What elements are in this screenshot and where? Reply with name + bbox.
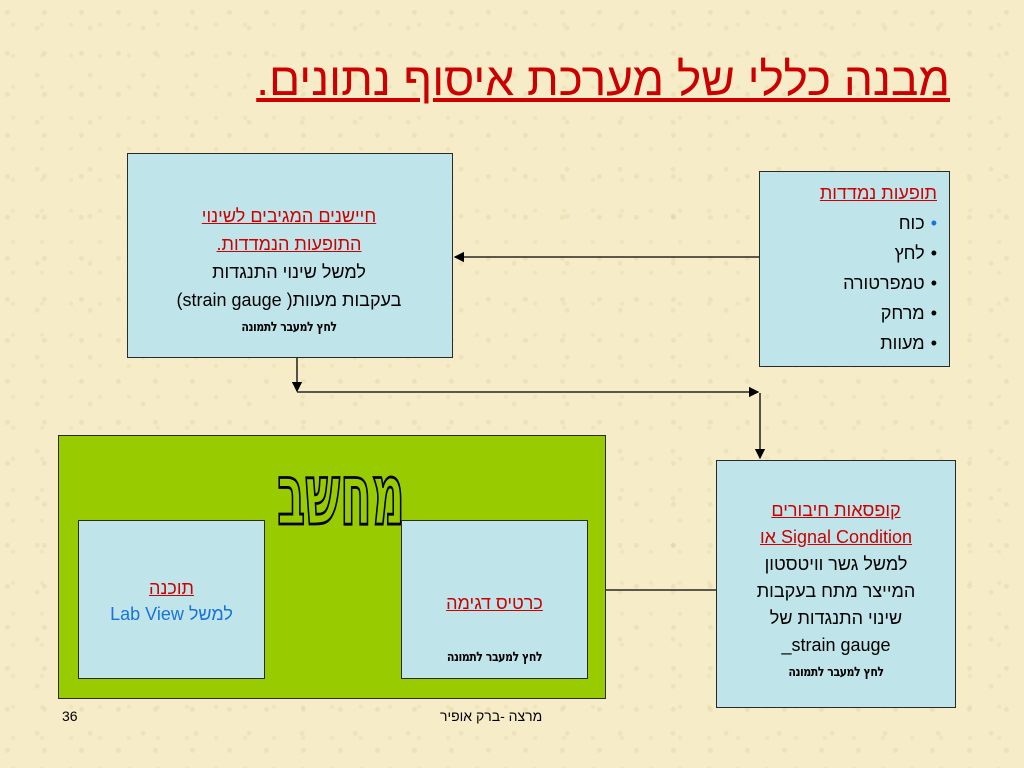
sensors-example-line: למשל שינוי התנגדות <box>212 262 366 282</box>
software-box: תוכנה למשל Lab View <box>78 520 265 679</box>
software-name: Lab View <box>110 604 184 624</box>
sensors-strain-gauge-line: בעקבות מעוות( strain gauge) <box>176 290 402 310</box>
signal-line5: שינוי התנגדות של <box>769 608 903 628</box>
phenomena-item: •מרחק <box>880 303 937 323</box>
signal-line6: strain gauge_ <box>781 635 891 655</box>
signal-line3: למשל גשר וויטסטון <box>764 554 908 574</box>
card-click-hint[interactable]: לחץ למעבר לתמונה <box>446 650 543 665</box>
computer-title: מחשב <box>277 444 406 546</box>
phenomena-item: •מעוות <box>880 333 937 353</box>
slide-number: 36 <box>62 708 78 724</box>
bullet-icon: • <box>930 303 937 323</box>
bullet-icon: • <box>930 243 937 263</box>
bullet-icon: • <box>930 333 937 353</box>
card-label: כרטיס דגימה <box>446 593 543 613</box>
phenomena-box: תופעות נמדדות •כוח •לחץ •טמפרטורה •מרחק … <box>759 171 950 367</box>
phenomena-item: •לחץ <box>894 243 937 263</box>
phenomena-item: •טמפרטורה <box>843 273 937 293</box>
sensors-box: חיישנים המגיבים לשינוי התופעות הנמדדות. … <box>127 153 453 358</box>
phenomena-item: •כוח <box>898 213 937 233</box>
software-example: למשל Lab View <box>110 604 233 624</box>
page-title: מבנה כללי של מערכת איסוף נתונים. <box>256 53 950 105</box>
phenomena-heading: תופעות נמדדות <box>819 183 937 203</box>
footer-presenter: מרצה -ברק אופיר <box>440 708 543 724</box>
sensors-click-hint[interactable]: לחץ למעבר לתמונה <box>241 320 337 335</box>
phenomena-list: •כוח •לחץ •טמפרטורה •מרחק •מעוות <box>760 208 937 358</box>
sensors-heading-line1: חיישנים המגיבים לשינוי <box>201 206 377 226</box>
signal-heading-line2: Signal Condition או <box>759 527 913 547</box>
signal-line4: המייצר מתח בעקבות <box>756 581 916 601</box>
sensors-heading-line2: התופעות הנמדדות. <box>216 234 362 254</box>
sampling-card-box: כרטיס דגימה לחץ למעבר לתמונה <box>401 520 588 679</box>
signal-condition-box: קופסאות חיבורים Signal Condition או למשל… <box>716 460 956 708</box>
signal-click-hint[interactable]: לחץ למעבר לתמונה <box>788 665 884 680</box>
sensors-description: חיישנים המגיבים לשינוי התופעות הנמדדות. … <box>126 202 452 342</box>
signal-heading-line1: קופסאות חיבורים <box>771 500 901 520</box>
bullet-icon: • <box>930 273 937 293</box>
software-label: תוכנה <box>149 578 194 598</box>
bullet-icon: • <box>930 213 937 233</box>
